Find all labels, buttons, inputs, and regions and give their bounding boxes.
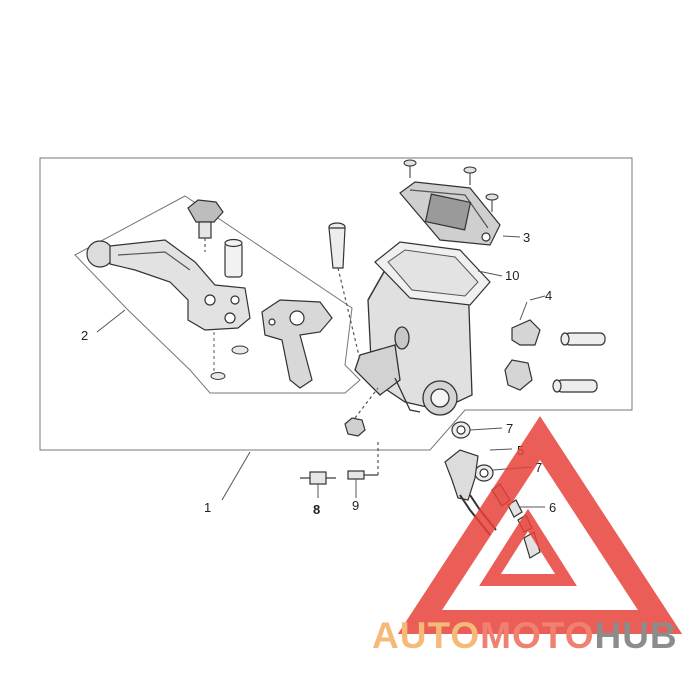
handlebar-clamp (504, 319, 541, 391)
callout-7a: 7 (506, 421, 513, 436)
callout-3: 3 (523, 230, 530, 245)
master-cylinder-body (354, 269, 473, 416)
nut-icon (344, 387, 379, 437)
watermark-text: AUTOMOTOHUB (372, 615, 678, 656)
reservoir-cap (399, 181, 501, 246)
watermark-moto: MOTO (480, 615, 594, 656)
body-screw-icon (328, 222, 361, 361)
callout-4: 4 (545, 288, 552, 303)
adjuster-knob-icon (187, 199, 224, 252)
callout-2: 2 (81, 328, 88, 343)
callout-1: 1 (204, 500, 211, 515)
watermark-auto: AUTO (372, 615, 480, 656)
callout-8: 8 (313, 502, 320, 517)
pivot-sleeve-icon (224, 238, 243, 278)
clamp-bolts-icon (552, 332, 606, 393)
seal-washers-icon (451, 421, 494, 482)
assembly-frame (39, 157, 633, 451)
lever-subframe (74, 195, 361, 394)
screw-9-icon (347, 440, 379, 480)
callout-9: 9 (352, 498, 359, 513)
watermark-logo (397, 416, 683, 634)
brake-lever (86, 239, 251, 331)
callout-10: 10 (505, 268, 519, 283)
callout-7b: 7 (535, 460, 542, 475)
watermark-hub: HUB (594, 615, 677, 656)
brake-switch-icon (300, 471, 336, 485)
cap-screws-icon (403, 159, 499, 212)
pivot-block-icon (261, 299, 333, 389)
warning-triangle-icon (397, 416, 683, 634)
clip-washers-icon (210, 332, 249, 380)
callout-6: 6 (549, 500, 556, 515)
